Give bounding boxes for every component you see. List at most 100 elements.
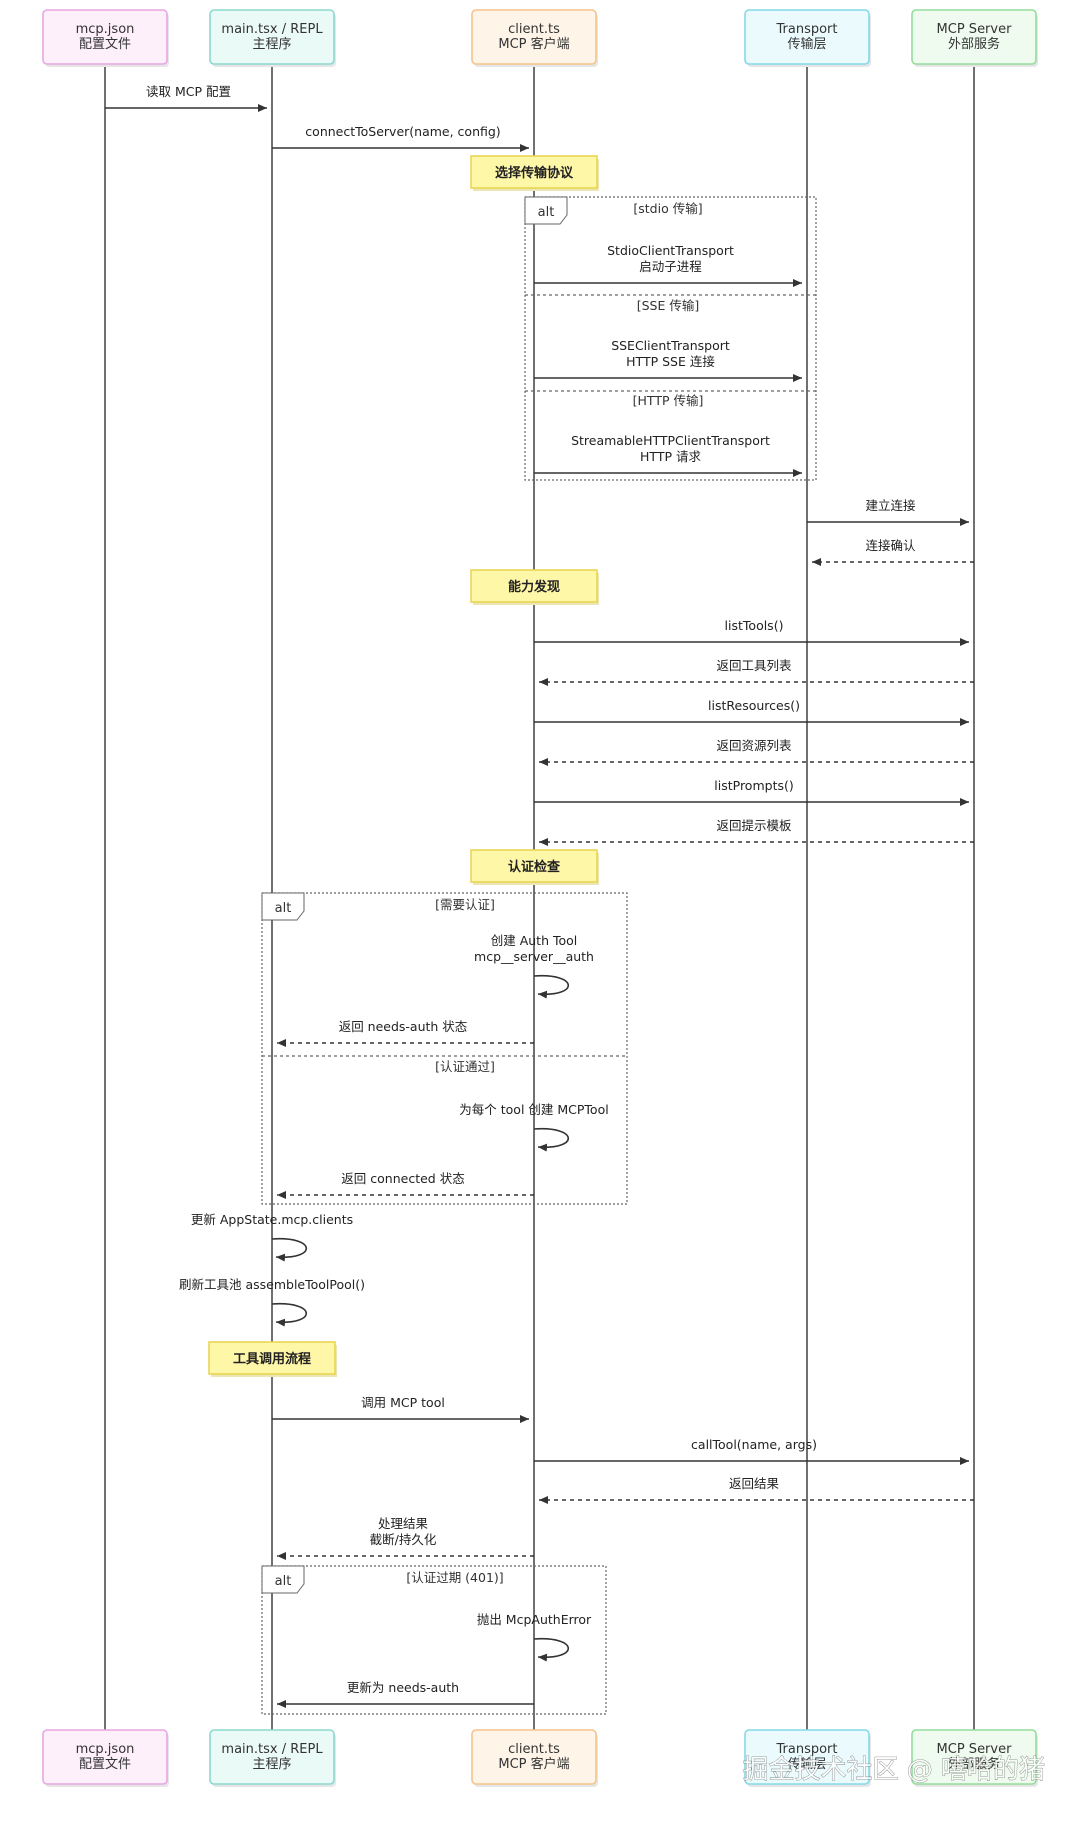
message-label: 返回工具列表 bbox=[716, 658, 792, 673]
message: connectToServer(name, config) bbox=[272, 124, 529, 152]
message: 返回 needs-auth 状态 bbox=[277, 1019, 534, 1047]
participant-name: MCP Server bbox=[937, 1742, 1013, 1757]
note-text: 能力发现 bbox=[508, 579, 560, 595]
message: 返回工具列表 bbox=[539, 658, 974, 686]
participant-subtitle: 传输层 bbox=[787, 1756, 826, 1772]
message: listResources() bbox=[534, 698, 969, 726]
note: 认证检查 bbox=[470, 849, 599, 885]
participant-name: main.tsx / REPL bbox=[221, 1742, 323, 1757]
message-label: 处理结果 bbox=[378, 1516, 429, 1531]
message-label: 读取 MCP 配置 bbox=[146, 84, 231, 99]
participant-subtitle: 外部服务 bbox=[948, 36, 1000, 52]
alt-condition: [认证过期 (401)] bbox=[406, 1570, 503, 1585]
message-label: 返回结果 bbox=[729, 1476, 780, 1491]
participant-name: Transport bbox=[775, 1742, 837, 1757]
alt-block: alt[认证过期 (401)] bbox=[261, 1565, 607, 1715]
message-label: SSEClientTransport bbox=[611, 338, 730, 353]
participant-subtitle: 主程序 bbox=[252, 1757, 291, 1772]
message-label: 建立连接 bbox=[865, 498, 916, 513]
participant-subtitle: 外部服务 bbox=[948, 1756, 1000, 1772]
message-label: 刷新工具池 assembleToolPool() bbox=[179, 1277, 365, 1292]
alt-block: alt [需要认证] [认证通过] bbox=[261, 892, 628, 1205]
alt-frame bbox=[261, 892, 628, 1205]
message-label: 启动子进程 bbox=[639, 259, 702, 274]
participant-name: main.tsx / REPL bbox=[221, 22, 323, 37]
message-label: 创建 Auth Tool bbox=[491, 933, 578, 948]
participant-box bbox=[42, 1729, 168, 1785]
participant-name: client.ts bbox=[508, 22, 560, 37]
self-message-arrow bbox=[271, 1238, 307, 1262]
message: 读取 MCP 配置 bbox=[105, 84, 267, 112]
alt-frame bbox=[261, 1565, 607, 1715]
participant-name: mcp.json bbox=[76, 22, 135, 37]
message: 刷新工具池 assembleToolPool() bbox=[179, 1277, 365, 1327]
message: 返回提示模板 bbox=[539, 818, 974, 846]
message-label: 返回 connected 状态 bbox=[341, 1171, 464, 1186]
alt-frame bbox=[524, 196, 817, 481]
message-label: 抛出 McpAuthError bbox=[477, 1612, 592, 1627]
participant-box bbox=[209, 1729, 335, 1785]
message-label: 更新 AppState.mcp.clients bbox=[191, 1212, 353, 1227]
note: 工具调用流程 bbox=[208, 1341, 337, 1377]
note: 能力发现 bbox=[470, 569, 599, 605]
message: 抛出 McpAuthError bbox=[477, 1612, 592, 1662]
message: 更新 AppState.mcp.clients bbox=[191, 1212, 353, 1262]
alt-condition: [需要认证] bbox=[435, 897, 495, 912]
message-label: callTool(name, args) bbox=[691, 1437, 817, 1452]
message-label: 返回 needs-auth 状态 bbox=[339, 1019, 468, 1034]
alt-condition: [SSE 传输] bbox=[637, 298, 700, 313]
self-message-arrow bbox=[533, 975, 569, 999]
message: listPrompts() bbox=[534, 778, 969, 806]
participant-box bbox=[42, 9, 168, 65]
participant-box bbox=[471, 1729, 597, 1785]
note-text: 工具调用流程 bbox=[233, 1351, 311, 1367]
message-label: listTools() bbox=[725, 618, 784, 633]
message: 返回 connected 状态 bbox=[277, 1171, 534, 1199]
alt-block: alt[stdio 传输][SSE 传输][HTTP 传输] bbox=[524, 196, 817, 481]
self-message-arrow bbox=[533, 1128, 569, 1152]
participant-subtitle: 主程序 bbox=[252, 37, 291, 52]
watermark: 掘金技术社区 @ 嘻哈的猪 bbox=[742, 1755, 1045, 1785]
alt-condition: [认证通过] bbox=[435, 1059, 495, 1074]
message-label: connectToServer(name, config) bbox=[305, 124, 500, 139]
self-message-arrow bbox=[533, 1638, 569, 1662]
alt-tab bbox=[261, 892, 305, 921]
alt-tab bbox=[524, 196, 568, 225]
participant-name: MCP Server bbox=[937, 22, 1013, 37]
participant-subtitle: MCP 客户端 bbox=[498, 1756, 569, 1772]
note-box bbox=[470, 155, 598, 189]
participant-box bbox=[209, 9, 335, 65]
note-box bbox=[470, 569, 598, 603]
message-label: HTTP 请求 bbox=[640, 449, 701, 464]
message-label: mcp__server__auth bbox=[474, 949, 594, 964]
note-box bbox=[208, 1341, 336, 1375]
message: 为每个 tool 创建 MCPTool bbox=[459, 1102, 609, 1152]
alt-tab bbox=[261, 1565, 305, 1594]
message: callTool(name, args) bbox=[534, 1437, 969, 1465]
note-box bbox=[470, 849, 598, 883]
alt-label: alt bbox=[275, 901, 292, 916]
participant-box bbox=[744, 1729, 870, 1785]
message-label: 截断/持久化 bbox=[370, 1532, 437, 1547]
message: 连接确认 bbox=[812, 538, 974, 566]
message-label: StdioClientTransport bbox=[607, 243, 734, 258]
message-label: HTTP SSE 连接 bbox=[626, 354, 715, 369]
participant-box bbox=[744, 9, 870, 65]
message: 返回结果 bbox=[539, 1476, 974, 1504]
alt-label: alt bbox=[538, 205, 555, 220]
message-label: 为每个 tool 创建 MCPTool bbox=[459, 1102, 608, 1117]
message: 返回资源列表 bbox=[539, 738, 974, 766]
participant-box bbox=[911, 9, 1037, 65]
alt-condition: [stdio 传输] bbox=[633, 201, 702, 216]
